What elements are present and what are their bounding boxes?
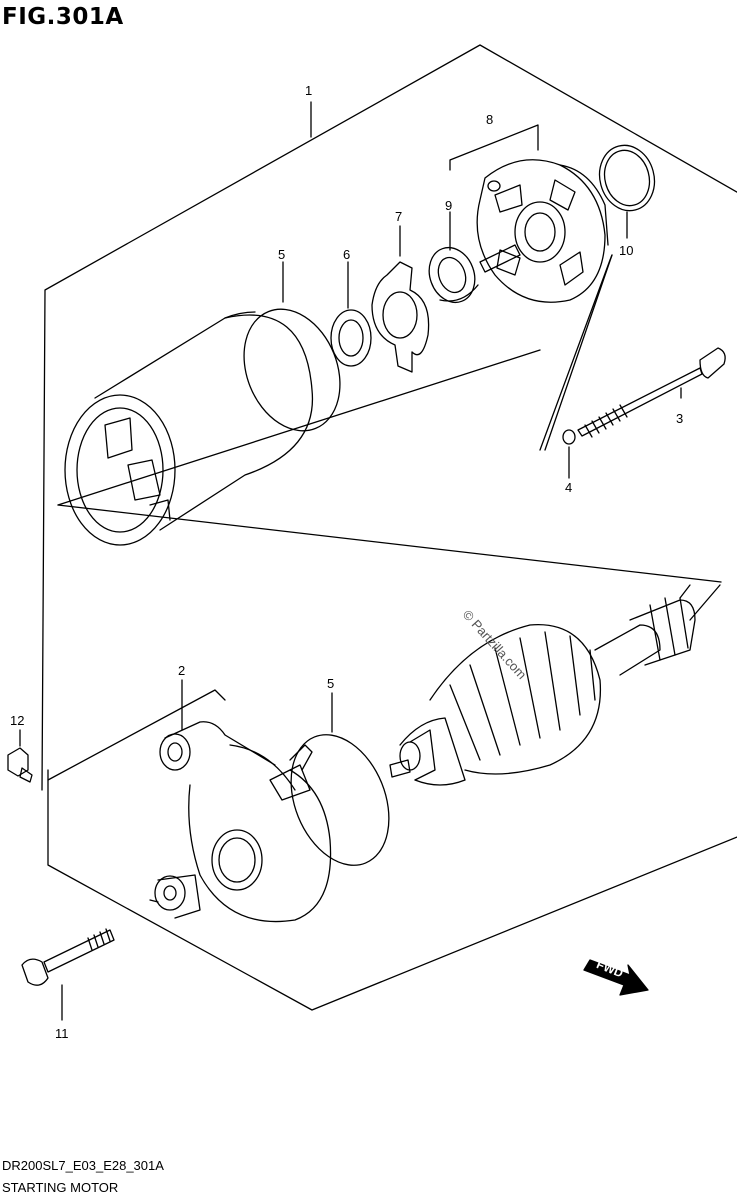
callout-8: 8 bbox=[486, 112, 493, 127]
through-bolt-3 bbox=[577, 347, 726, 438]
callout-3: 3 bbox=[676, 411, 683, 426]
watermark: © Partzilla.com bbox=[460, 607, 530, 682]
armature bbox=[389, 584, 696, 786]
callout-10: 10 bbox=[619, 243, 633, 258]
cover-guide-b bbox=[539, 254, 613, 451]
callout-5-upper: 5 bbox=[278, 247, 285, 262]
assembly-guide-lower bbox=[47, 689, 226, 781]
o-ring-lower bbox=[290, 734, 390, 866]
figure-code: DR200SL7_E03_E28_301A bbox=[2, 1158, 164, 1173]
callout-9: 9 bbox=[445, 198, 452, 213]
leader-8 bbox=[449, 124, 539, 171]
brush-plate-7 bbox=[371, 261, 430, 373]
figure-title: FIG.301A bbox=[2, 4, 124, 30]
assembly-outline-lower bbox=[47, 769, 737, 1011]
callout-6: 6 bbox=[343, 247, 350, 262]
callout-12: 12 bbox=[10, 713, 24, 728]
callout-1: 1 bbox=[305, 83, 312, 98]
o-ring-10-inner bbox=[603, 149, 651, 207]
oil-seal-9 bbox=[428, 246, 479, 304]
bolt-11 bbox=[21, 928, 115, 986]
callout-11: 11 bbox=[55, 1026, 69, 1041]
yoke-housing bbox=[64, 311, 314, 546]
cover-guide bbox=[544, 254, 613, 451]
callout-2: 2 bbox=[178, 663, 185, 678]
assembly-guide-upper bbox=[57, 349, 541, 506]
fwd-arrow-icon bbox=[583, 959, 649, 996]
o-ring-10 bbox=[598, 144, 656, 212]
figure-name: STARTING MOTOR bbox=[2, 1180, 119, 1195]
assembly-outline bbox=[41, 44, 737, 791]
washer-6 bbox=[330, 309, 372, 367]
washer-4 bbox=[562, 429, 576, 445]
assembly-guide bbox=[57, 504, 722, 583]
callout-7: 7 bbox=[395, 209, 402, 224]
end-cover-8 bbox=[476, 159, 609, 303]
nut-12 bbox=[7, 747, 33, 783]
callout-5-lower: 5 bbox=[327, 676, 334, 691]
front-housing-2 bbox=[149, 721, 332, 923]
callout-4: 4 bbox=[565, 480, 572, 495]
